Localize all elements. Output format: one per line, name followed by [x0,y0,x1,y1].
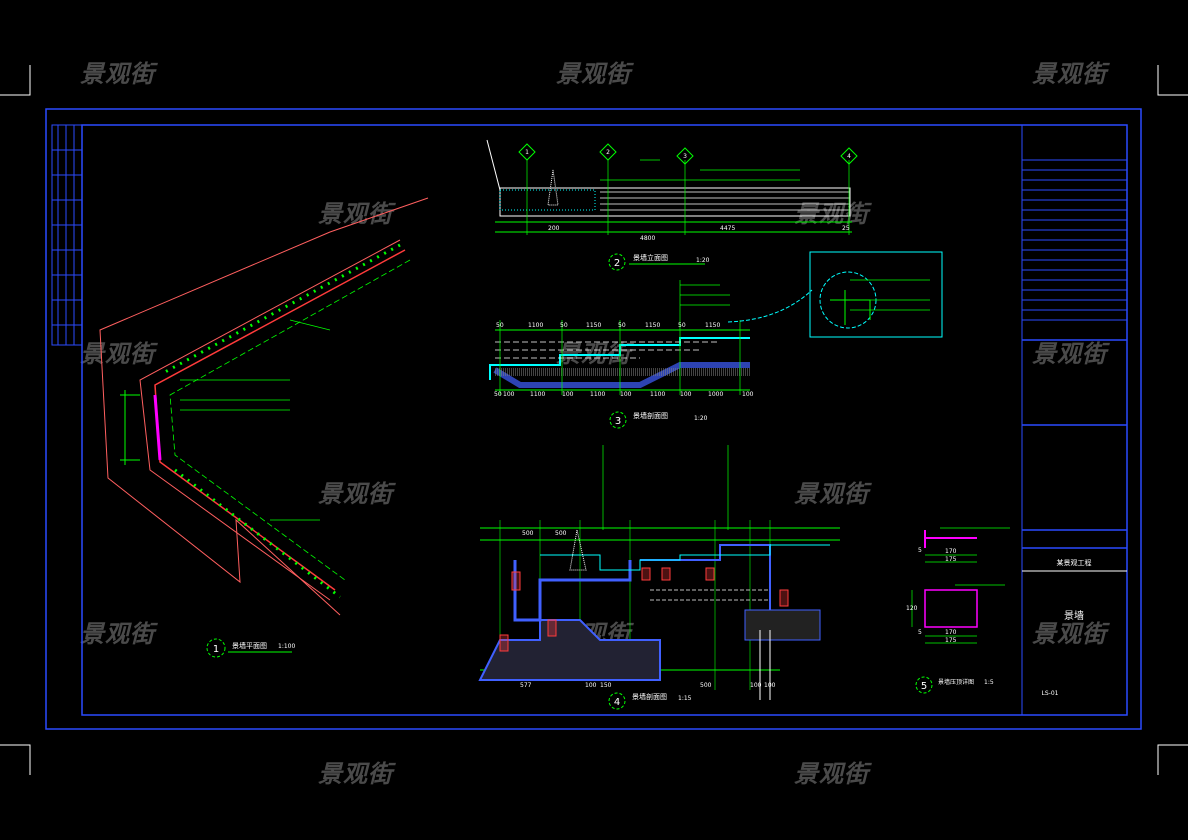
dim: 170 [945,629,957,636]
dim: 50 [678,322,686,329]
dim: 25 [842,225,850,232]
view1-plan [99,197,429,616]
dim: 100 [750,682,762,689]
sheet-number: LS-01 [1042,690,1059,697]
dim: 1000 [708,391,723,398]
dim: 1100 [528,322,543,329]
view3-dims-top: 50 1100 50 1150 50 1150 50 1150 [496,322,720,329]
dim: 120 [906,605,918,612]
watermark: 景观街 [318,480,393,508]
view1-scale: 1:100 [278,643,295,650]
view2-elevation [486,139,852,235]
watermark: 景观街 [80,620,155,648]
view2-number: 2 [614,258,620,269]
watermark: 景观街 [1032,340,1107,368]
view1-title: 景墙平面图 [232,641,267,650]
inner-frame [81,124,1128,716]
view1-label-circle [206,638,226,658]
dim: 1100 [530,391,545,398]
view5-label-circle [915,676,933,694]
dim: 50 [560,322,568,329]
crop-marks [0,65,1188,775]
dim: 1150 [645,322,660,329]
dim: 100 [680,391,692,398]
dim: 1100 [590,391,605,398]
dim: 50 [494,391,502,398]
view5-detail [911,527,1010,644]
dim: 50 [496,322,504,329]
view1-number: 1 [213,644,219,655]
dim: 1150 [705,322,720,329]
view5-number: 5 [921,681,927,692]
view4-scale: 1:15 [678,695,692,702]
watermark: 景观街 [794,200,869,228]
dim: 500 [555,530,567,537]
dim: 100 [742,391,754,398]
watermark: 景观街 [556,60,631,88]
view2-label-circle [608,253,626,271]
binding-grid [51,124,83,346]
dim: 100 [503,391,515,398]
watermark: 景观街 [1032,60,1107,88]
dim: 200 [548,225,560,232]
view4-label-circle [608,692,626,710]
watermark: 景观街 [794,760,869,788]
watermark: 景观街 [794,480,869,508]
view4-section [478,445,840,700]
view3-scale: 1:20 [694,415,708,422]
title-block [1021,125,1127,715]
dim: 500 [700,682,712,689]
dim: 175 [945,556,957,563]
view5-dims: 5 170 175 120 5 170 175 [906,547,957,644]
view5-title: 景墙压顶详图 [938,678,974,686]
view4-dims: 500 500 577 100 150 500 100 100 [520,530,776,689]
dim: 175 [945,637,957,644]
view5-scale: 1:5 [984,679,994,686]
view4-title: 景墙剖面图 [632,692,667,701]
dim: 500 [522,530,534,537]
dim: 1150 [586,322,601,329]
dim: 5 [918,547,922,554]
dim: 150 [600,682,612,689]
dim: 100 [620,391,632,398]
view3-dims-bottom: 50 100 1100 100 1100 100 1100 100 1000 1… [494,391,754,398]
dim: 5 [918,629,922,636]
watermark: 景观街 [80,60,155,88]
watermark: 景观街 [1032,620,1107,648]
marker-3: 3 [683,153,687,160]
view3-number: 3 [615,416,621,427]
marker-4: 4 [847,153,851,160]
dim: 170 [945,548,957,555]
outer-frame [45,108,1142,730]
drawing-name: 景墙 [1064,609,1084,622]
marker-1: 1 [525,149,529,156]
dim: 577 [520,682,532,689]
view4-number: 4 [614,697,620,708]
dim: 4475 [720,225,735,232]
dim: 50 [618,322,626,329]
detail-callout [809,251,943,338]
watermark: 景观街 [80,340,155,368]
dim: 100 [764,682,776,689]
watermark: 景观街 [318,760,393,788]
dim: 100 [585,682,597,689]
marker-2: 2 [606,149,610,156]
dim: 100 [562,391,574,398]
view2-title: 景墙立面图 [633,253,668,262]
view3-section [489,280,813,395]
dim: 4800 [640,235,655,242]
project-name: 某景观工程 [1057,558,1092,567]
elevation-markers: 1 2 3 4 [518,143,858,165]
dim: 1100 [650,391,665,398]
view3-label-circle [609,411,627,429]
view3-title: 景墙剖面图 [633,411,668,420]
view2-scale: 1:20 [696,257,710,264]
